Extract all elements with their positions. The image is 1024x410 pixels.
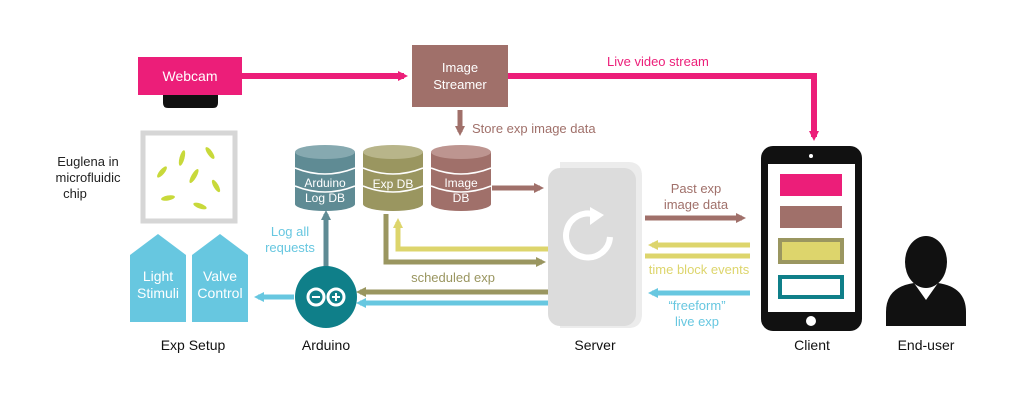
arrow-server-to-expdb-yellow — [393, 218, 548, 252]
time-block-events-label: time block events — [649, 262, 750, 277]
exp-db: Exp DB — [362, 145, 424, 211]
scheduled-exp-label: scheduled exp — [411, 270, 495, 285]
webcam: Webcam — [138, 57, 242, 108]
exp-setup-caption: Exp Setup — [161, 337, 226, 353]
euglena-chip — [140, 130, 238, 224]
client-panel-time-block — [778, 238, 844, 264]
image-db-label-2: DB — [453, 191, 470, 205]
light-stimuli-label-1: Light — [143, 268, 173, 284]
arduino — [295, 266, 357, 328]
light-stimuli: Light Stimuli — [130, 234, 186, 322]
freeform-live-exp-label-1: “freeform” — [668, 298, 725, 313]
client-caption: Client — [794, 337, 830, 353]
past-exp-image-data-label-1: Past exp — [671, 181, 722, 196]
past-exp-image-data-label-2: image data — [664, 197, 729, 212]
image-db: Image DB — [430, 145, 492, 211]
light-stimuli-label-2: Stimuli — [137, 285, 179, 301]
log-all-requests-label-2: requests — [265, 240, 315, 255]
refresh-icon — [563, 207, 613, 261]
euglena-cells — [157, 147, 221, 210]
image-streamer: Image Streamer — [412, 45, 508, 107]
image-streamer-label-2: Streamer — [433, 77, 487, 92]
end-user-caption: End-user — [898, 337, 955, 353]
store-exp-image-data-label: Store exp image data — [472, 121, 596, 136]
server-caption: Server — [574, 337, 616, 353]
arrow-expdb-to-server-olive — [383, 214, 546, 267]
log-all-requests-label-1: Log all — [271, 224, 309, 239]
valve-control-label-1: Valve — [203, 268, 237, 284]
live-video-stream-label: Live video stream — [607, 54, 709, 69]
euglena-label-2: microfluidic — [55, 170, 121, 185]
arduino-log-db-label-1: Arduino — [304, 176, 346, 190]
user-icon — [886, 236, 966, 326]
arduino-caption: Arduino — [302, 337, 350, 353]
client-panel-freeform — [778, 275, 844, 299]
euglena-label-3: chip — [63, 186, 87, 201]
freeform-live-exp-label-2: live exp — [675, 314, 719, 329]
arduino-infinity-icon — [306, 287, 346, 307]
client-tablet — [761, 146, 862, 331]
client-panel-live — [780, 174, 842, 196]
exp-db-label: Exp DB — [373, 177, 414, 191]
arduino-log-db: Arduino Log DB — [294, 145, 356, 211]
arrow-live-video-stream — [506, 73, 819, 141]
webcam-label: Webcam — [163, 68, 218, 84]
arduino-log-db-label-2: Log DB — [305, 191, 345, 205]
image-db-label-1: Image — [444, 176, 478, 190]
server — [548, 162, 642, 328]
client-panel-past — [780, 206, 842, 228]
image-streamer-label-1: Image — [442, 60, 478, 75]
euglena-label-1: Euglena in — [57, 154, 118, 169]
valve-control: Valve Control — [192, 234, 248, 322]
valve-control-label-2: Control — [197, 285, 242, 301]
